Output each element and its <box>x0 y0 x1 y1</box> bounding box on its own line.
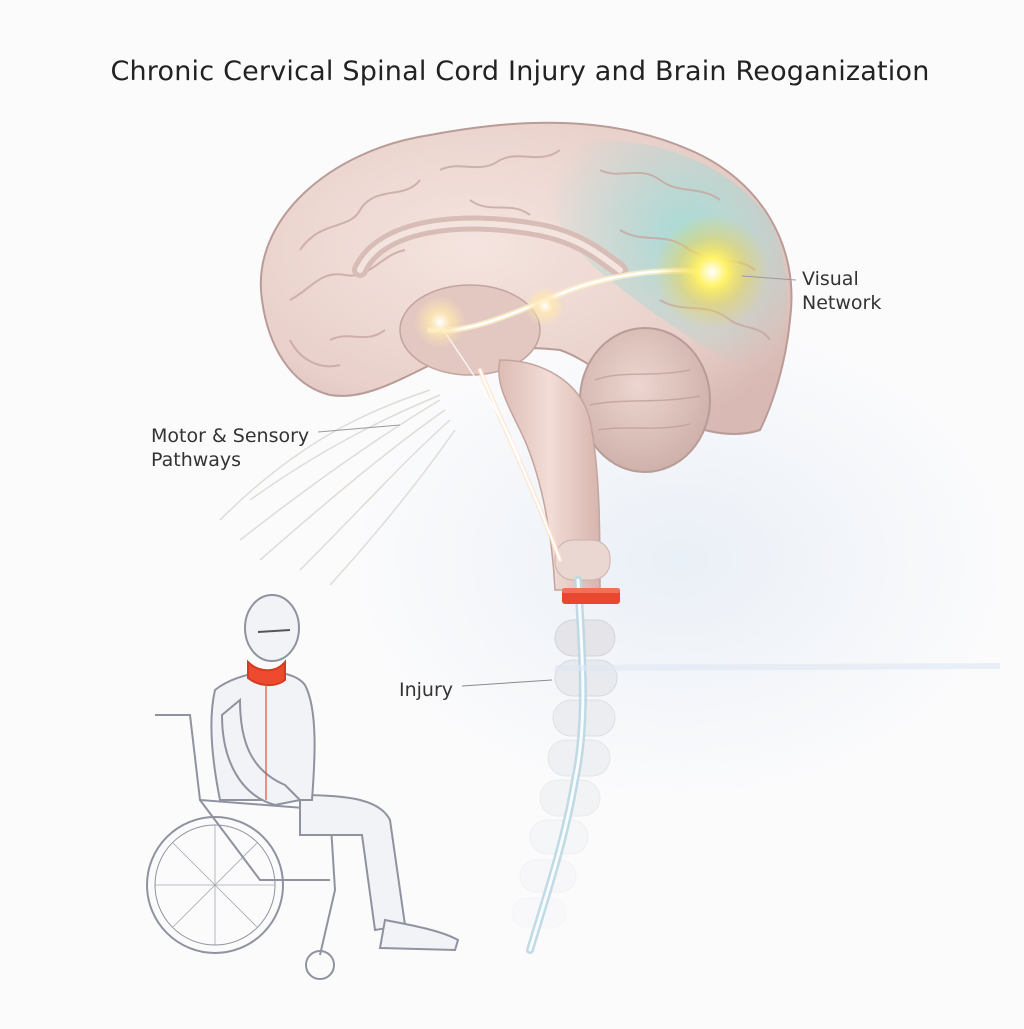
shoe <box>378 918 460 952</box>
motor-leader-line <box>317 424 401 433</box>
background-haze <box>350 320 1010 800</box>
neck-injury-highlight <box>247 659 286 686</box>
figure-title: Chronic Cervical Spinal Cord Injury and … <box>110 56 930 87</box>
injury-leader-line <box>461 679 553 687</box>
patient-in-wheelchair <box>146 594 460 980</box>
cerebellum <box>579 327 711 473</box>
motor-label-line2: Pathways <box>151 449 242 471</box>
patient-head <box>244 594 300 662</box>
brainstem <box>498 359 601 591</box>
motor-label-line1: Motor & Sensory <box>151 425 310 447</box>
caster-wheel <box>305 950 335 980</box>
spinal-column <box>511 539 618 929</box>
glasses <box>257 629 291 633</box>
nerve-fibers <box>219 389 456 586</box>
wheelchair-wheel <box>146 816 284 954</box>
visual-label-line2: Network <box>802 292 882 314</box>
motor-sensory-label: Motor & Sensory Pathways <box>151 424 309 472</box>
visual-network-glow <box>654 214 770 330</box>
node-glow <box>414 296 466 348</box>
visual-label-line1: Visual <box>802 268 859 290</box>
visual-network-label: Visual Network <box>802 267 881 315</box>
visual-leader-line <box>741 275 797 281</box>
node-glow <box>525 286 565 326</box>
injury-label: Injury <box>399 679 454 701</box>
